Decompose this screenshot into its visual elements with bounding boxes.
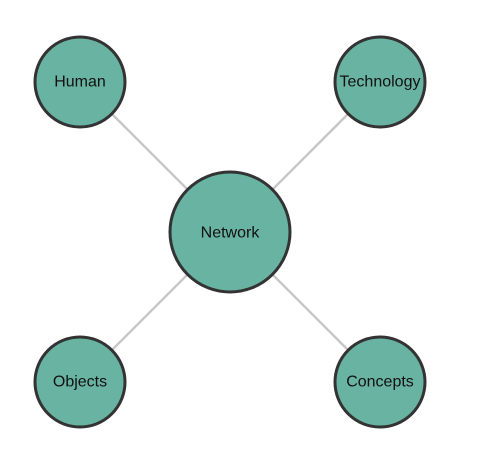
node-human-circle xyxy=(33,35,127,129)
node-network-circle xyxy=(168,170,292,294)
node-technology-circle xyxy=(333,35,427,129)
node-objects[interactable]: Objects xyxy=(33,335,127,429)
node-technology-label: Technology xyxy=(340,74,421,91)
node-objects-label: Objects xyxy=(53,374,107,391)
node-network[interactable]: Network xyxy=(168,170,292,294)
node-concepts[interactable]: Concepts xyxy=(333,335,427,429)
node-human[interactable]: Human xyxy=(33,35,127,129)
node-technology[interactable]: Technology xyxy=(333,35,427,129)
node-human-label: Human xyxy=(54,74,106,91)
node-concepts-label: Concepts xyxy=(346,374,414,391)
node-objects-circle xyxy=(33,335,127,429)
nodes-layer: Human Technology Network Objects Concept… xyxy=(33,35,427,429)
node-network-label: Network xyxy=(201,225,261,242)
node-concepts-circle xyxy=(333,335,427,429)
